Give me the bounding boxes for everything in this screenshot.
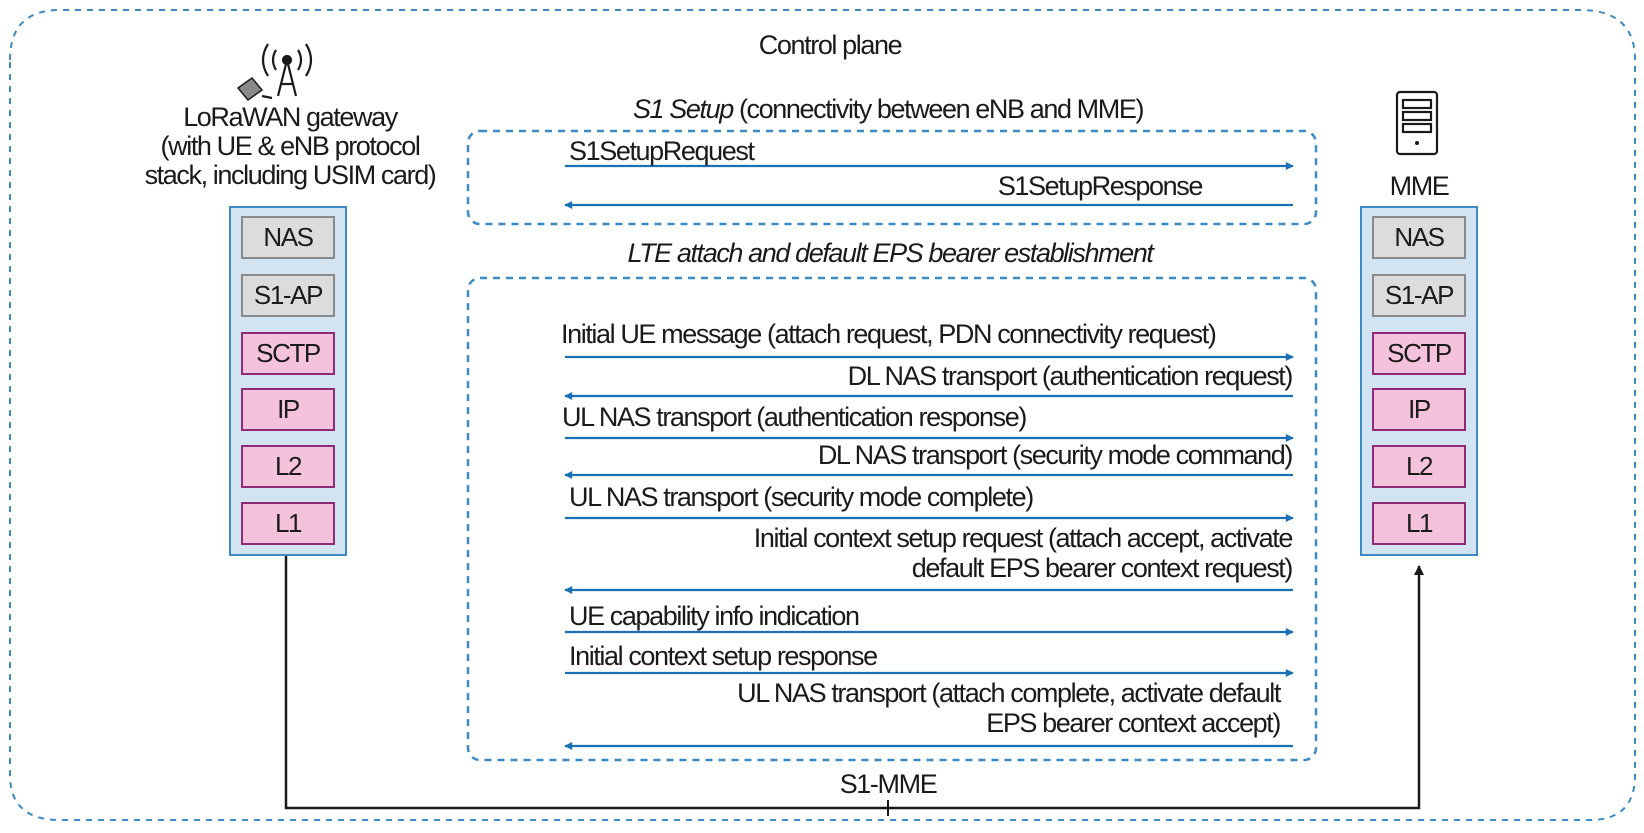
message-s1-setup-request: S1SetupRequest: [569, 136, 755, 166]
control-plane-border: [9, 9, 1636, 821]
attach-title: LTE attach and default EPS bearer establ…: [627, 238, 1153, 268]
message-ul-nas-auth-response: UL NAS transport (authentication respons…: [562, 402, 1027, 432]
s1-setup-title: S1 Setup (connectivity between eNB and M…: [632, 94, 1145, 124]
interface-label: S1-MME: [839, 769, 938, 799]
mme-protocol-stack: NAS S1-AP SCTP IP L2 L1: [1360, 206, 1478, 556]
mme-label: MME: [1389, 171, 1450, 201]
message-dl-nas-auth-request: DL NAS transport (authentication request…: [847, 361, 1294, 391]
gateway-label-line: (with UE & eNB protocol: [160, 131, 421, 161]
message-line: Initial context setup request (attach ac…: [753, 523, 1294, 553]
mme-layer-ip: IP: [1372, 388, 1466, 431]
s1-setup-title-italic: S1 Setup: [632, 94, 734, 124]
message-initial-context-setup-response: Initial context setup response: [569, 641, 878, 671]
message-dl-nas-security-mode-command: DL NAS transport (security mode command): [817, 440, 1294, 470]
gateway-layer-l1: L1: [241, 502, 335, 545]
s1-setup-box: [466, 129, 1318, 226]
gateway-layer-ip: IP: [241, 388, 335, 431]
message-line: default EPS bearer context request): [911, 553, 1294, 583]
message-ul-nas-security-mode-complete: UL NAS transport (security mode complete…: [569, 482, 1034, 512]
mme-layer-sctp: SCTP: [1372, 332, 1466, 375]
gateway-label: LoRaWAN gateway (with UE & eNB protocol …: [144, 102, 437, 190]
gateway-layer-nas: NAS: [241, 216, 335, 259]
control-plane-title: Control plane: [758, 30, 903, 60]
message-initial-context-setup-request: Initial context setup request (attach ac…: [753, 523, 1294, 583]
message-arrows: [564, 162, 1294, 750]
message-s1-setup-response: S1SetupResponse: [997, 171, 1204, 201]
gateway-layer-s1-ap: S1-AP: [241, 274, 335, 317]
message-ul-nas-attach-complete: UL NAS transport (attach complete, activ…: [737, 678, 1281, 738]
mme-layer-nas: NAS: [1372, 216, 1466, 259]
s1-setup-title-rest: (connectivity between eNB and MME): [732, 94, 1145, 124]
radio-tower-icon: [236, 43, 313, 102]
message-line: UL NAS transport (attach complete, activ…: [737, 678, 1281, 708]
s1-mme-link: [284, 556, 1424, 810]
attach-box: [466, 276, 1318, 762]
gateway-label-line: LoRaWAN gateway: [183, 102, 398, 132]
server-icon: [1395, 90, 1439, 156]
gateway-label-line: stack, including USIM card): [144, 160, 437, 190]
message-initial-ue: Initial UE message (attach request, PDN …: [561, 319, 1217, 349]
mme-layer-s1-ap: S1-AP: [1372, 274, 1466, 317]
message-line: EPS bearer context accept): [986, 708, 1281, 738]
gateway-layer-l2: L2: [241, 445, 335, 488]
mme-layer-l1: L1: [1372, 502, 1466, 545]
gateway-protocol-stack: NAS S1-AP SCTP IP L2 L1: [229, 206, 347, 556]
message-ue-capability-info: UE capability info indication: [569, 601, 860, 631]
gateway-layer-sctp: SCTP: [241, 332, 335, 375]
mme-layer-l2: L2: [1372, 445, 1466, 488]
